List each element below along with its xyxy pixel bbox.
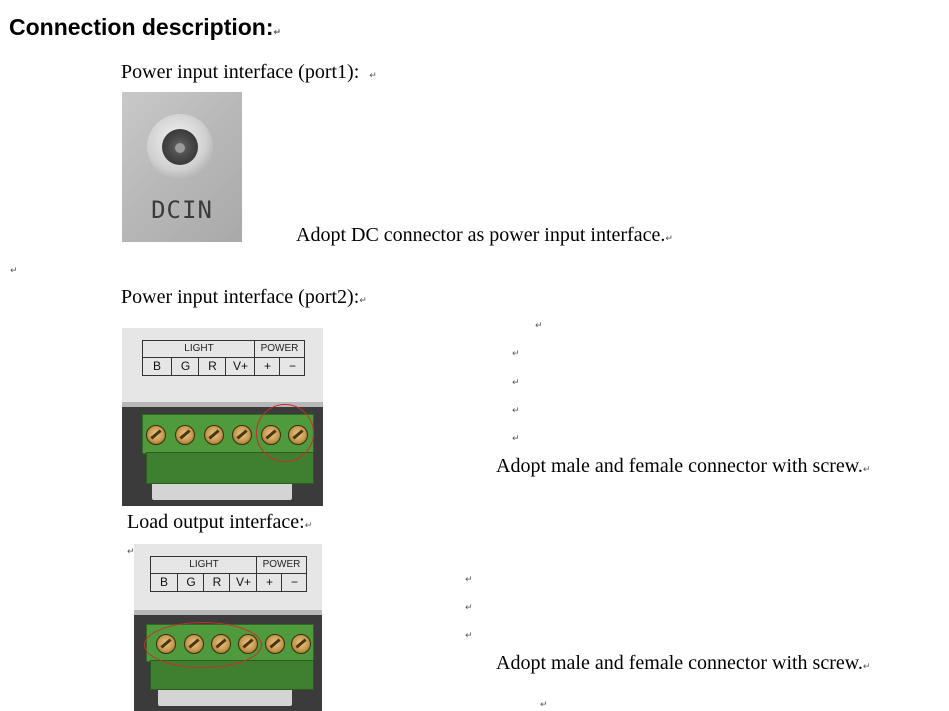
- light-header: LIGHT: [189, 559, 219, 570]
- paragraph-mark: ↵: [465, 575, 473, 585]
- paragraph-mark: ↵: [304, 521, 313, 531]
- heading-text: Connection description:: [9, 14, 274, 40]
- paragraph-mark: ↵: [862, 662, 871, 672]
- load-output-terminal-photo: LIGHT POWER B G R V+ + −: [134, 544, 322, 711]
- pin-label: −: [281, 574, 307, 591]
- port2-caption: Adopt male and female connector with scr…: [496, 455, 870, 478]
- paragraph-mark: ↵: [465, 631, 473, 641]
- label-divider: [151, 573, 306, 574]
- light-header: LIGHT: [184, 343, 214, 354]
- paragraph-mark: ↵: [512, 434, 520, 444]
- highlight-circle: [256, 404, 314, 462]
- pin-label: G: [177, 574, 204, 591]
- screw: [146, 425, 166, 445]
- page-heading: Connection description:↵: [9, 14, 281, 41]
- paragraph-mark: ↵: [512, 406, 520, 416]
- paragraph-mark: ↵: [862, 465, 871, 475]
- dc-connector-photo: DCIN: [122, 92, 242, 242]
- screw: [175, 425, 195, 445]
- paragraph-mark: ↵: [665, 234, 673, 244]
- label-divider: [143, 357, 304, 358]
- pin-label: +: [254, 358, 280, 375]
- paragraph-mark: ↵: [512, 349, 520, 359]
- power-header: POWER: [262, 559, 301, 570]
- screw: [204, 425, 224, 445]
- load-output-caption-text: Adopt male and female connector with scr…: [496, 652, 863, 674]
- screw: [265, 634, 285, 654]
- mounting-plate: [158, 686, 292, 706]
- load-output-caption: Adopt male and female connector with scr…: [496, 652, 870, 675]
- screw: [291, 634, 311, 654]
- port2-caption-text: Adopt male and female connector with scr…: [496, 455, 863, 477]
- terminal-label: LIGHT POWER B G R V+ + −: [142, 340, 305, 376]
- paragraph-mark: ↵: [10, 266, 18, 276]
- port1-caption: Adopt DC connector as power input interf…: [296, 224, 673, 247]
- dc-jack-pin: [175, 143, 185, 153]
- pin-label: +: [256, 574, 282, 591]
- port1-title: Power input interface (port1): ↵: [121, 61, 377, 84]
- pin-label: V+: [225, 358, 255, 375]
- terminal-label: LIGHT POWER B G R V+ + −: [150, 556, 307, 592]
- paragraph-mark: ↵: [512, 378, 520, 388]
- port1-caption-text: Adopt DC connector as power input interf…: [296, 224, 666, 246]
- pin-label: B: [159, 575, 168, 589]
- dcin-label: DCIN: [151, 196, 213, 224]
- load-output-title: Load output interface:↵: [127, 511, 312, 534]
- enclosure-edge: [134, 610, 322, 615]
- pin-label: G: [171, 358, 199, 375]
- paragraph-mark: ↵: [465, 603, 473, 613]
- enclosure-panel: [134, 544, 322, 610]
- paragraph-mark: ↵: [359, 296, 367, 306]
- power-header: POWER: [260, 343, 299, 354]
- paragraph-mark: ↵: [540, 700, 548, 710]
- screw: [232, 425, 252, 445]
- pin-label: −: [279, 358, 305, 375]
- pin-label: R: [198, 358, 226, 375]
- pin-label: B: [152, 359, 161, 373]
- port2-title-text: Power input interface (port2):: [121, 286, 360, 308]
- load-output-title-text: Load output interface:: [127, 511, 305, 533]
- paragraph-mark: ↵: [369, 71, 377, 81]
- enclosure-edge: [122, 402, 323, 407]
- port2-title: Power input interface (port2):↵: [121, 286, 367, 309]
- port2-terminal-photo: LIGHT POWER B G R V+ + −: [122, 328, 323, 506]
- pin-label: R: [203, 574, 230, 591]
- highlight-circle: [144, 622, 262, 668]
- port1-title-text: Power input interface (port1):: [121, 61, 360, 83]
- pin-label: V+: [229, 574, 257, 591]
- paragraph-mark: ↵: [535, 321, 543, 331]
- paragraph-mark: ↵: [273, 28, 282, 38]
- paragraph-mark: ↵: [127, 547, 135, 557]
